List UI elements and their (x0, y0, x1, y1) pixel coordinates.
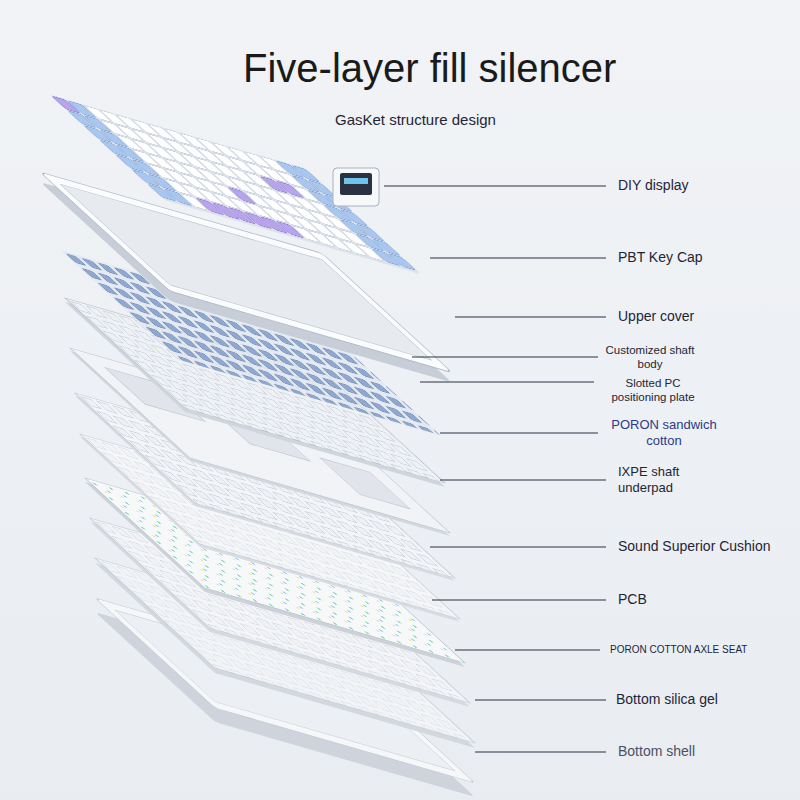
part-label: PCB (618, 591, 647, 609)
part-label: PORON sandwich cotton (604, 417, 724, 450)
part-label: Bottom shell (618, 743, 695, 761)
subtitle: GasKet structure design (335, 111, 496, 130)
part-label: Customized shaft body (604, 343, 696, 372)
part-label: Slotted PC positioning plate (598, 376, 708, 405)
part-label: PORON COTTON AXLE SEAT (610, 644, 747, 657)
part-label: Bottom silica gel (616, 691, 718, 709)
title: Five-layer fill silencer (243, 43, 616, 93)
part-label: DIY display (618, 177, 689, 195)
part-label: IXPE shaft underpad (618, 464, 713, 497)
part-label: PBT Key Cap (618, 249, 703, 267)
part-label: Upper cover (618, 308, 694, 326)
part-label: Sound Superior Cushion (618, 538, 771, 556)
